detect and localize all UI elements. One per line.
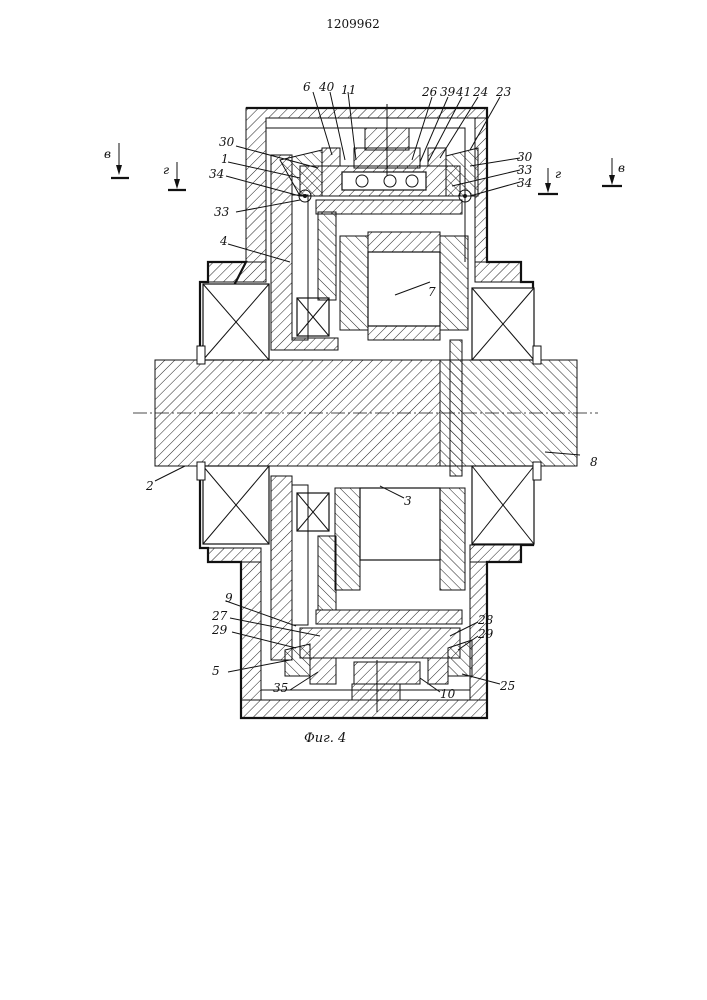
bearing-bottom-left bbox=[203, 466, 269, 544]
bearing-top-right bbox=[472, 288, 534, 360]
callout-34-left: 34 bbox=[209, 167, 224, 181]
callout-9: 9 bbox=[225, 591, 233, 605]
callout-23: 23 bbox=[495, 85, 512, 99]
callout-8: 8 bbox=[590, 455, 598, 469]
bearing-top-left bbox=[203, 284, 269, 360]
figure-caption: Фиг. 4 bbox=[304, 731, 346, 746]
small-bearing-bottom bbox=[297, 493, 329, 531]
top-gear-train bbox=[280, 104, 478, 202]
section-mark-left-inner: г bbox=[163, 163, 169, 177]
callout-34-right: 34 bbox=[517, 176, 532, 190]
callout-35: 35 bbox=[273, 681, 288, 695]
planet-pin-top bbox=[316, 200, 462, 214]
callout-5: 5 bbox=[212, 664, 220, 678]
callout-39: 39 bbox=[440, 85, 456, 99]
small-bearing-top bbox=[297, 298, 329, 336]
callout-41: 41 bbox=[455, 85, 471, 99]
callout-30-left: 30 bbox=[219, 135, 235, 149]
callout-33-left: 33 bbox=[214, 205, 230, 219]
planet-pin-bottom bbox=[316, 610, 462, 624]
section-mark-left-outer: в bbox=[104, 147, 111, 161]
callout-7: 7 bbox=[428, 285, 436, 299]
callout-11: 11 bbox=[341, 83, 356, 97]
callout-29-left: 29 bbox=[211, 623, 228, 637]
callout-28: 28 bbox=[477, 613, 494, 627]
callout-4: 4 bbox=[219, 234, 228, 248]
callout-27: 27 bbox=[211, 609, 228, 623]
callout-1: 1 bbox=[221, 152, 229, 166]
callout-2: 2 bbox=[145, 479, 154, 493]
callout-40: 40 bbox=[318, 80, 335, 94]
section-mark-right-outer: в bbox=[618, 161, 625, 175]
callout-6: 6 bbox=[303, 80, 311, 94]
callout-33-right: 33 bbox=[517, 163, 533, 177]
callout-25: 25 bbox=[499, 679, 515, 693]
callout-30-right: 30 bbox=[517, 150, 533, 164]
section-mark-right-inner: г bbox=[555, 167, 561, 181]
callout-26: 26 bbox=[421, 85, 438, 99]
callout-3: 3 bbox=[404, 494, 412, 508]
callout-29-right: 29 bbox=[477, 627, 494, 641]
bearing-bottom-right bbox=[472, 466, 534, 544]
callout-24: 24 bbox=[472, 85, 488, 99]
patent-number: 1209962 bbox=[326, 17, 379, 31]
callout-10: 10 bbox=[440, 687, 456, 701]
